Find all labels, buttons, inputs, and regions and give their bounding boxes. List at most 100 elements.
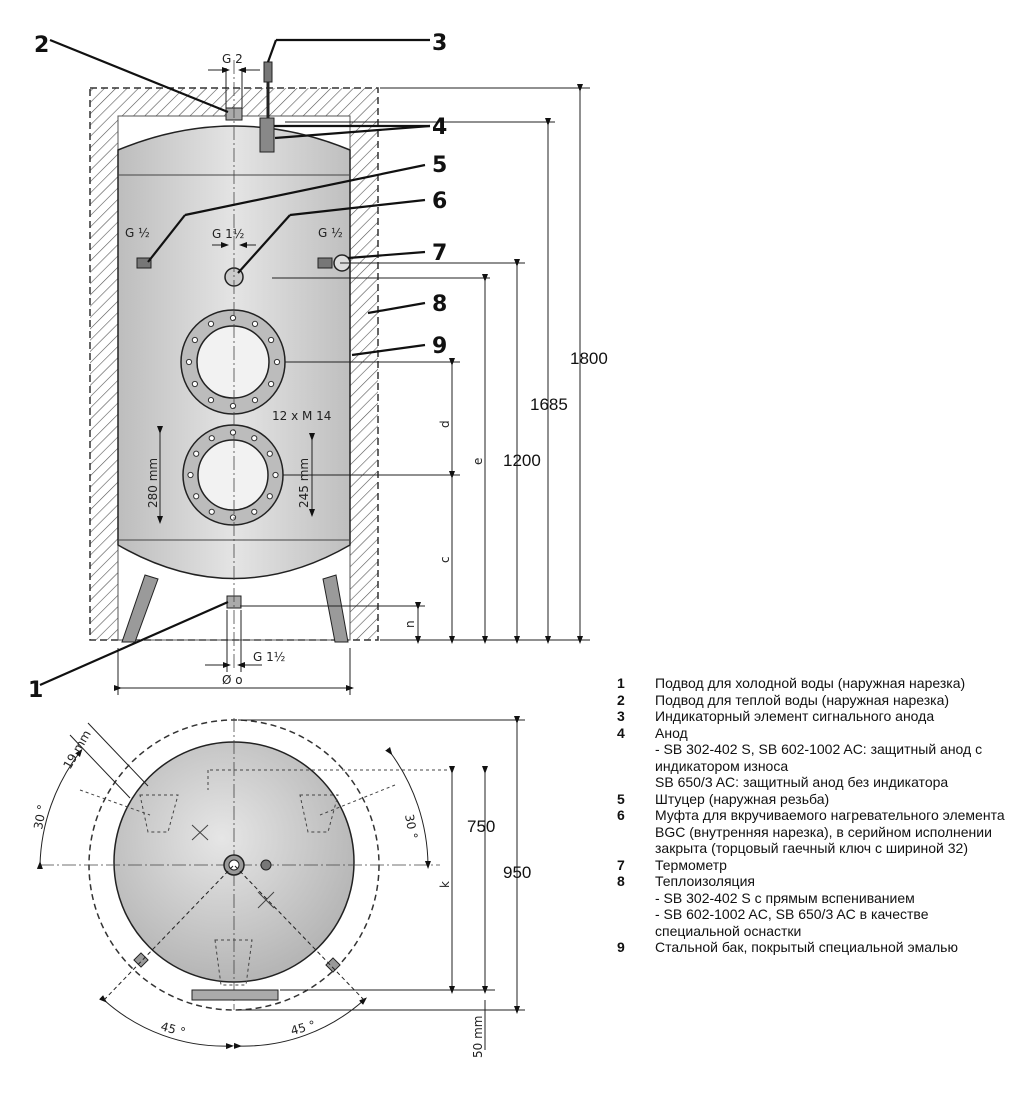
legend-item: 1 Подвод для холодной воды (наружная наре… xyxy=(617,675,1007,692)
legend-text: Термометр xyxy=(655,856,727,873)
flange-bolt xyxy=(251,320,259,327)
callout-8: 8 xyxy=(432,292,447,317)
leader-lines xyxy=(39,38,431,687)
legend-item: 8 Теплоизоляция xyxy=(617,873,1007,890)
label-950: 950 xyxy=(503,863,531,882)
legend-text: Подвод для теплой воды (наружная нарезка… xyxy=(655,691,950,708)
legend-number: 1 xyxy=(617,675,625,691)
callout-3: 3 xyxy=(432,31,447,56)
legend-text: Анод xyxy=(655,724,688,741)
callout-5: 5 xyxy=(432,153,447,178)
legend-number xyxy=(617,774,655,791)
legend-item: 9 Стальной бак, покрытый специальной эмал… xyxy=(617,939,1007,956)
label-g-1half-top: G 1½ xyxy=(212,227,244,241)
legend-text: - SB 302-402 S, SB 602-1002 AC: защитный… xyxy=(655,741,983,774)
legend-item: 4 Анод xyxy=(617,725,1007,742)
upper-flange xyxy=(180,309,286,415)
legend-text: Теплоизоляция xyxy=(655,873,755,889)
legend: 1 Подвод для холодной воды (наружная наре… xyxy=(617,675,1007,956)
legend-number xyxy=(617,741,655,774)
callout-9: 9 xyxy=(432,334,447,359)
flange-bolt xyxy=(191,380,198,388)
flange-bolt xyxy=(193,493,200,500)
flange-bolt xyxy=(268,336,275,344)
label-diameter: Ø o xyxy=(222,673,243,687)
flange-bolt xyxy=(268,380,275,388)
label-19mm: 19 mm xyxy=(60,728,93,772)
flange-bolt xyxy=(207,320,215,327)
label-dim-d: d xyxy=(438,420,452,428)
legend-number: 9 xyxy=(617,939,625,955)
flange-bolt xyxy=(229,402,237,410)
anode-indicator xyxy=(263,61,273,83)
side-view xyxy=(39,38,590,695)
label-1800: 1800 xyxy=(570,349,608,368)
legend-number: 5 xyxy=(617,790,625,807)
callout-6: 6 xyxy=(432,189,447,214)
legend-text: Муфта для вкручиваемого нагревательного … xyxy=(655,807,1005,856)
label-bolts: 12 x M 14 xyxy=(272,409,331,423)
callout-2: 2 xyxy=(34,33,49,58)
legend-number: 4 xyxy=(617,724,625,741)
angle-arcs xyxy=(36,722,431,1050)
label-30-right: 30 ° xyxy=(402,813,420,840)
legend-number xyxy=(617,890,655,907)
callout-7: 7 xyxy=(432,241,447,266)
legend-item: - SB 602-1002 AC, SB 650/3 AC в качестве… xyxy=(617,906,1007,939)
legend-number: 7 xyxy=(617,856,625,873)
flange-bolt xyxy=(187,471,194,479)
flange-bolt xyxy=(251,508,258,515)
label-45-right: 45 ° xyxy=(289,1018,317,1038)
legend-number: 3 xyxy=(617,708,625,724)
top-view-dimensions xyxy=(238,716,525,1050)
flange-bolt xyxy=(266,450,273,457)
flange-bolt xyxy=(266,493,273,500)
label-dim-c: c xyxy=(438,556,452,563)
legend-text: Стальной бак, покрытый специальной эмаль… xyxy=(655,939,958,955)
label-30-left: 30 ° xyxy=(31,803,49,830)
flange-bolt xyxy=(272,471,279,479)
legend-item: - SB 302-402 S, SB 602-1002 AC: защитный… xyxy=(617,741,1007,774)
label-g-half-right: G ½ xyxy=(318,226,343,240)
label-1200: 1200 xyxy=(503,451,541,470)
legend-number: 6 xyxy=(617,807,625,823)
legend-text: Подвод для холодной воды (наружная нарез… xyxy=(655,675,966,691)
label-245mm: 245 mm xyxy=(297,458,311,508)
flange-bolt xyxy=(191,336,198,344)
side-socket xyxy=(260,859,272,871)
vertical-dimensions xyxy=(114,67,590,695)
legend-item: 2 Подвод для теплой воды (наружная нарезк… xyxy=(617,692,1007,709)
label-dim-e: e xyxy=(471,458,485,465)
flange-bolt xyxy=(208,435,215,442)
label-dim-n: n xyxy=(403,620,417,628)
flange-bolt xyxy=(185,358,193,366)
label-50mm: 50 mm xyxy=(471,1016,485,1058)
anode-head xyxy=(259,117,275,153)
legend-text: - SB 302-402 S с прямым вспениванием xyxy=(655,889,915,906)
top-view xyxy=(36,716,525,1050)
legend-item: SB 650/3 AC: защитный анод без индикатор… xyxy=(617,774,1007,791)
legend-number: 8 xyxy=(617,873,625,889)
callout-4: 4 xyxy=(432,115,447,140)
label-g2: G 2 xyxy=(222,52,243,66)
label-1685: 1685 xyxy=(530,395,568,414)
lower-flange xyxy=(182,424,284,526)
base-plate xyxy=(191,989,279,1001)
flange-bolt xyxy=(251,397,259,404)
label-750: 750 xyxy=(467,817,495,836)
legend-text: SB 650/3 AC: защитный анод без индикатор… xyxy=(655,774,949,790)
flange-bolt xyxy=(229,514,237,521)
flange-bolt xyxy=(229,314,237,322)
legend-number: 2 xyxy=(617,691,625,708)
left-leg xyxy=(121,574,159,643)
flange-bolt xyxy=(273,358,281,366)
legend-number xyxy=(617,906,655,939)
label-g-half-left: G ½ xyxy=(125,226,150,240)
flange-bolt xyxy=(251,435,258,442)
legend-item: - SB 302-402 S с прямым вспениванием xyxy=(617,890,1007,907)
right-leg xyxy=(322,574,349,643)
flange-bolt xyxy=(229,429,237,436)
